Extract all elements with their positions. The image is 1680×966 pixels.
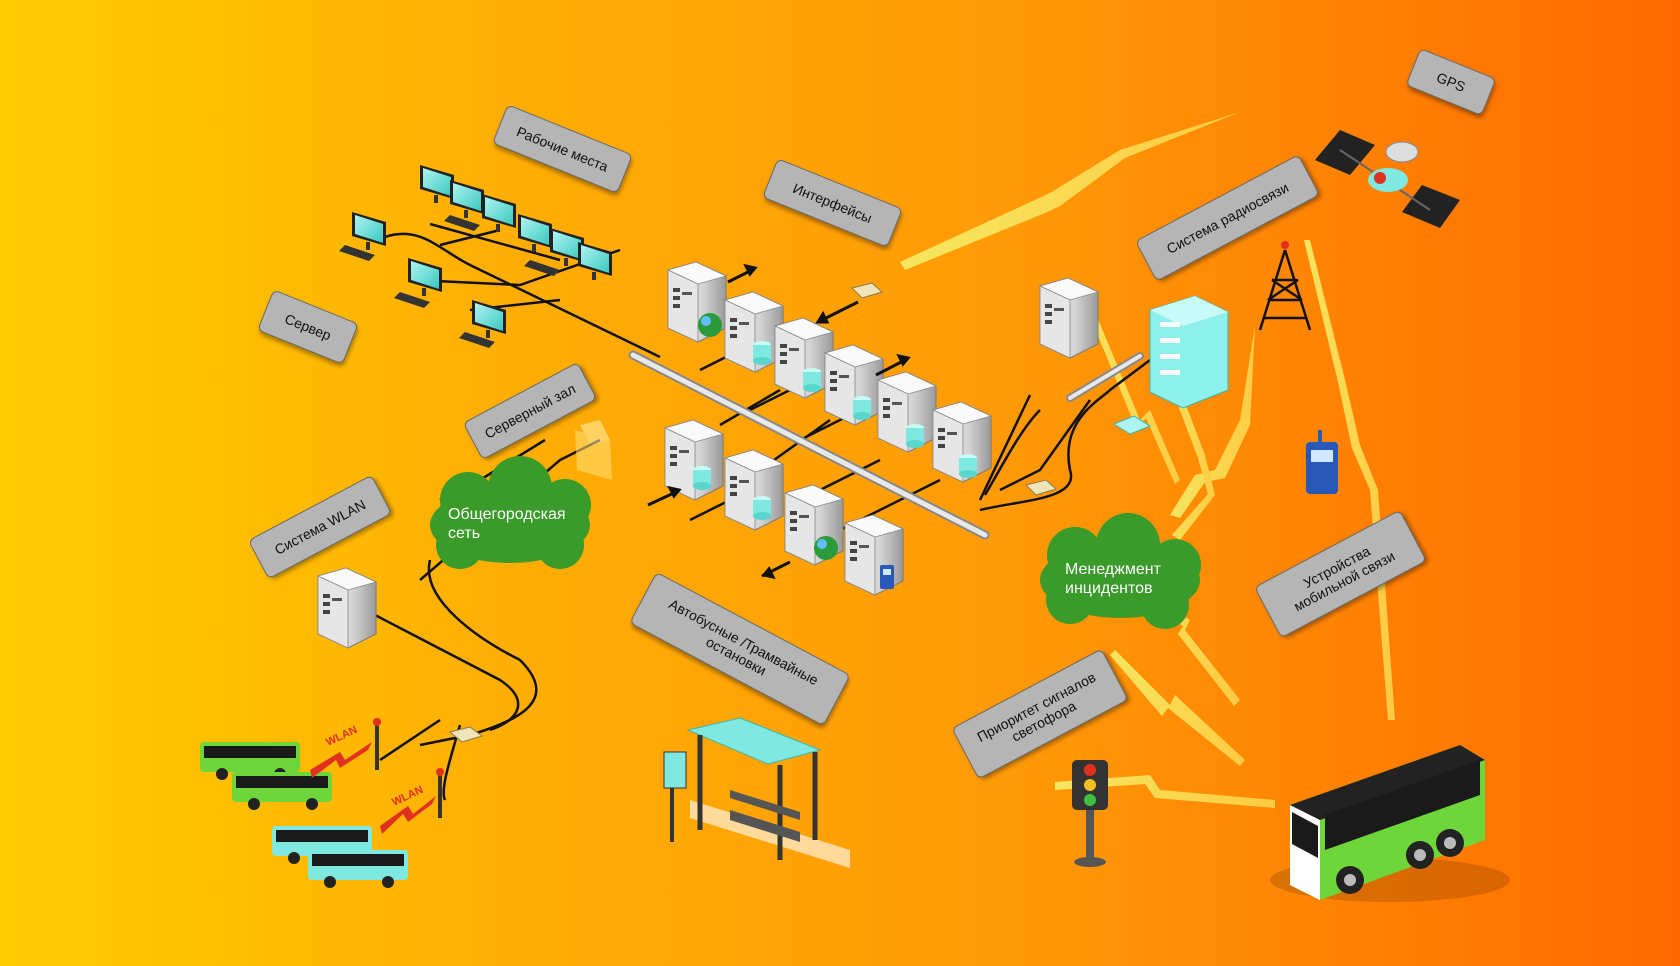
satellite-icon [1315, 130, 1460, 228]
bus-icon [308, 850, 408, 888]
router-icon [1025, 479, 1057, 496]
server-icon [844, 514, 904, 596]
cloud-city-network [430, 456, 591, 569]
globe-icon [698, 313, 722, 337]
firewall-icon [575, 420, 612, 480]
server-bus [628, 350, 1144, 540]
monitor-icon [408, 258, 442, 296]
rack-icon [1149, 295, 1229, 409]
monitor-icon [352, 212, 386, 250]
server-room [664, 261, 992, 596]
bus-icon [272, 826, 372, 864]
monitor-icon [450, 180, 484, 218]
wlan-tag: WLAN [390, 784, 425, 809]
wlan-tag: WLAN [324, 724, 359, 749]
bus-stop-icon [663, 717, 850, 868]
globe-icon [814, 536, 838, 560]
bus-icon [200, 742, 300, 780]
monitor-icon [518, 214, 552, 252]
cloud-incident-management-text: Менеджмент инцидентов [1065, 561, 1161, 598]
router-icon [851, 282, 883, 299]
phone-icon [880, 565, 894, 589]
routers [448, 282, 1057, 743]
monitor-icon [420, 165, 454, 203]
server-icon [317, 567, 377, 649]
router-icon [448, 726, 484, 743]
data-arrows [647, 263, 911, 580]
phone-icon [1306, 430, 1338, 494]
cloud-incident-management [1040, 513, 1201, 629]
traffic-light-icon [1072, 760, 1108, 867]
radio-system [1039, 241, 1312, 435]
server-icon [1039, 277, 1099, 359]
bus-fleet [200, 742, 408, 888]
monitor-icon [482, 194, 516, 232]
radio-tower-icon [1258, 241, 1312, 331]
server-icon [724, 449, 784, 531]
monitor-icon [578, 242, 612, 280]
bus-icon [1270, 745, 1510, 902]
cloud-city-network-text: Общегородская сеть [448, 506, 566, 543]
workplace-monitors [339, 165, 612, 348]
bus-icon [232, 772, 332, 810]
